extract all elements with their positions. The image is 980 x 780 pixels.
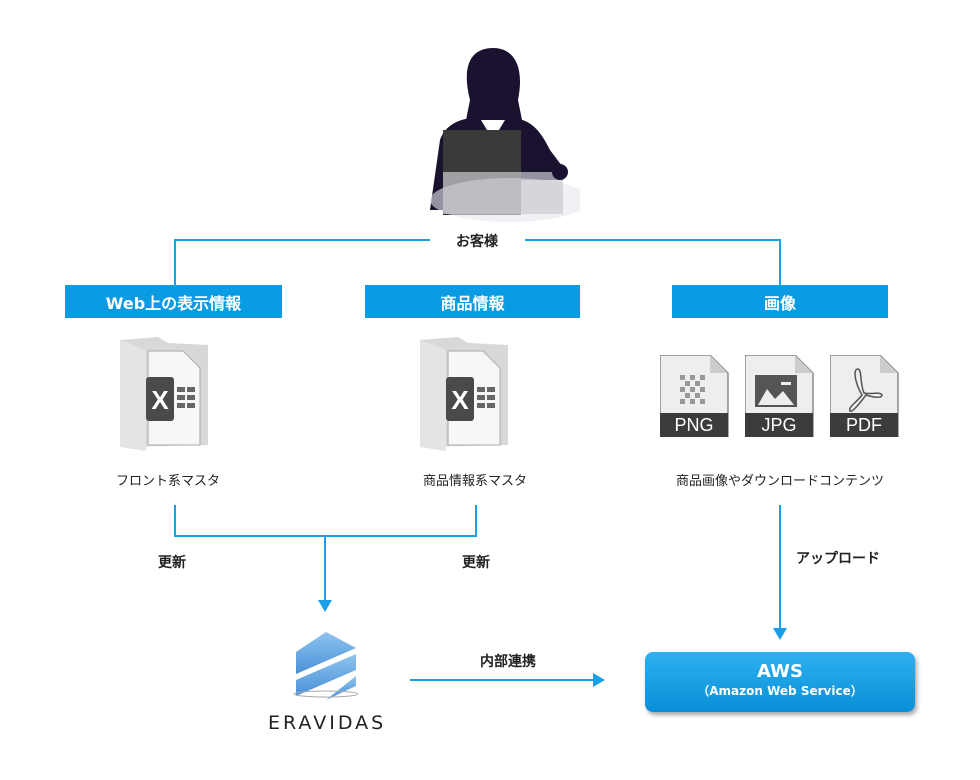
connector-line <box>410 679 596 681</box>
product-master-label: 商品情報系マスタ <box>422 474 528 489</box>
excel-file-icon: X <box>120 337 208 451</box>
arrow-down-icon <box>318 600 332 612</box>
connector-line <box>779 239 781 285</box>
svg-text:X: X <box>451 385 469 415</box>
images-caption: 商品画像やダウンロードコンテンツ <box>675 474 885 489</box>
aws-box: AWS （Amazon Web Service） <box>645 652 915 712</box>
connector-line <box>175 239 430 241</box>
upload-label: アップロード <box>796 551 880 567</box>
customer-silhouette-icon <box>430 48 580 222</box>
customer-label: お客様 <box>456 234 498 250</box>
connector-line <box>779 505 781 630</box>
header-product-info: 商品情報 <box>365 285 580 318</box>
arrow-right-icon <box>593 673 605 687</box>
connector-line <box>174 239 176 285</box>
aws-title: AWS <box>757 661 803 682</box>
excel-file-icon: X <box>420 337 508 451</box>
connector-line <box>324 535 326 603</box>
front-master-label: フロント系マスタ <box>115 474 221 489</box>
update-label-right: 更新 <box>462 555 490 571</box>
eravidas-logo-icon <box>293 632 359 700</box>
arrow-down-icon <box>773 628 787 640</box>
eravidas-wordmark: ERAVIDAS <box>268 712 387 734</box>
connector-line <box>475 505 477 536</box>
header-images: 画像 <box>672 285 888 318</box>
aws-subtitle: （Amazon Web Service） <box>697 684 863 698</box>
connector-line <box>525 239 781 241</box>
header-web-display: Web上の表示情報 <box>65 285 282 318</box>
pdf-file-icon: PDF <box>830 355 899 437</box>
connector-line <box>174 505 176 536</box>
internal-link-label: 内部連携 <box>480 654 536 670</box>
svg-text:X: X <box>151 385 169 415</box>
jpg-file-icon: JPG <box>745 355 814 437</box>
update-label-left: 更新 <box>158 555 186 571</box>
png-file-icon: PNG <box>660 355 729 437</box>
